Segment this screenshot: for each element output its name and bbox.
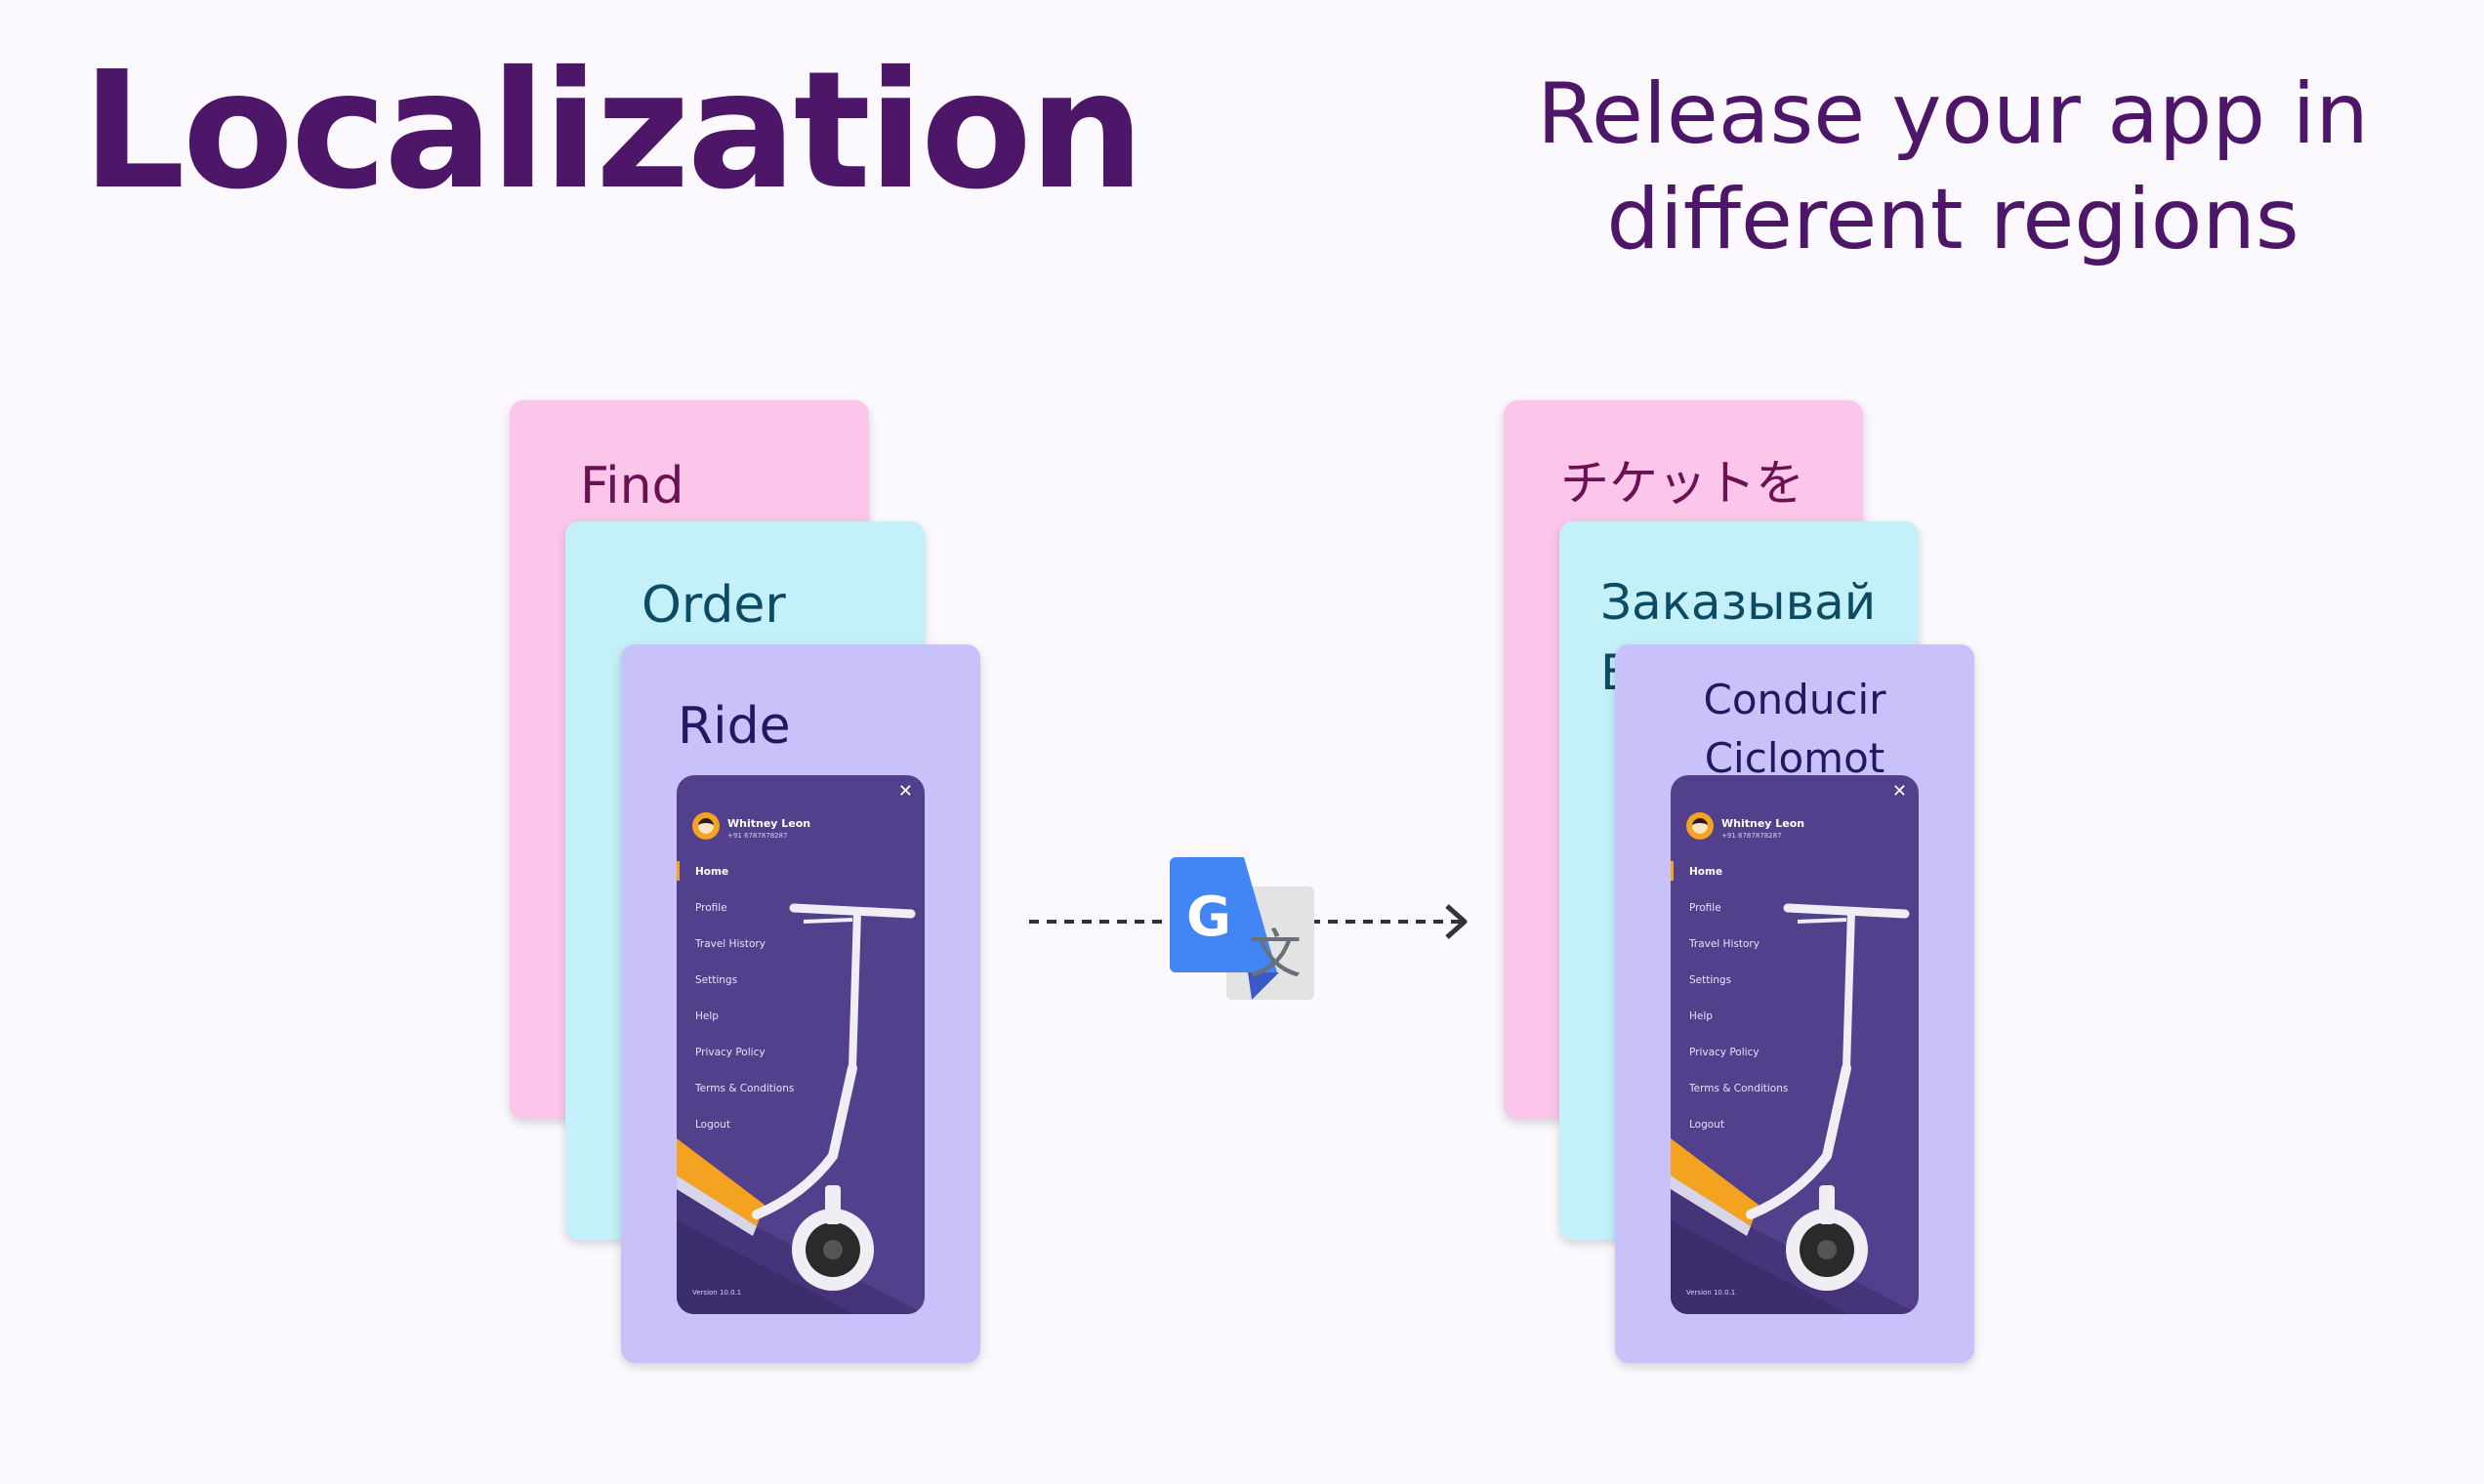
menu-item-home[interactable]: Home bbox=[695, 866, 729, 878]
scooter-illustration bbox=[1671, 903, 1919, 1314]
menu-item-help[interactable]: Help bbox=[1689, 1010, 1713, 1022]
source-card-cyan-text: Order bbox=[642, 576, 786, 635]
avatar[interactable] bbox=[1686, 812, 1714, 840]
user-name: Whitney Leon bbox=[727, 817, 811, 830]
close-icon[interactable]: ✕ bbox=[897, 781, 913, 802]
app-version: Version 10.0.1 bbox=[692, 1289, 742, 1297]
google-translate-icon: G 文 bbox=[1170, 857, 1314, 1000]
menu-item-travel-history[interactable]: Travel History bbox=[1689, 938, 1760, 950]
menu-item-travel-history[interactable]: Travel History bbox=[695, 938, 766, 950]
menu-item-help[interactable]: Help bbox=[695, 1010, 719, 1022]
menu-item-privacy-policy[interactable]: Privacy Policy bbox=[1689, 1047, 1760, 1058]
page-subtitle: Release your app in different regions bbox=[1537, 65, 2369, 268]
translated-card-lavender: Conducir Ciclomot ✕ Whitney Leon +91 678… bbox=[1615, 644, 1974, 1363]
translated-card-lavender-line2: Ciclomot bbox=[1704, 734, 1885, 782]
user-phone: +91 6787878287 bbox=[727, 832, 788, 840]
translated-card-cyan-text: Заказывай bbox=[1600, 574, 1877, 631]
active-indicator bbox=[1671, 861, 1674, 881]
translate-letter-g: G bbox=[1186, 886, 1231, 949]
page-title: Localization bbox=[82, 37, 1144, 226]
app-version: Version 10.0.1 bbox=[1686, 1289, 1736, 1297]
menu-item-terms[interactable]: Terms & Conditions bbox=[1689, 1083, 1789, 1094]
scooter-illustration bbox=[677, 903, 925, 1314]
menu-item-terms[interactable]: Terms & Conditions bbox=[695, 1083, 795, 1094]
user-name: Whitney Leon bbox=[1721, 817, 1805, 830]
translated-card-pink-text: チケットを bbox=[1560, 455, 1804, 512]
source-card-pink-text: Find bbox=[580, 457, 684, 515]
phone-mockup: ✕ Whitney Leon +91 6787878287 Home Profi… bbox=[677, 775, 925, 1314]
source-card-lavender-text: Ride bbox=[678, 697, 791, 756]
menu-item-settings[interactable]: Settings bbox=[695, 974, 738, 986]
menu-item-home[interactable]: Home bbox=[1689, 866, 1723, 878]
menu-item-profile[interactable]: Profile bbox=[695, 902, 727, 914]
source-card-lavender: Ride ✕ Whitney Leon +91 6787878287 Home … bbox=[621, 644, 980, 1363]
menu-item-profile[interactable]: Profile bbox=[1689, 902, 1721, 914]
nav-menu: Home Profile Travel History Settings Hel… bbox=[1689, 867, 1788, 1156]
close-icon[interactable]: ✕ bbox=[1891, 781, 1907, 802]
active-indicator bbox=[677, 861, 680, 881]
menu-item-logout[interactable]: Logout bbox=[1689, 1119, 1724, 1131]
menu-item-privacy-policy[interactable]: Privacy Policy bbox=[695, 1047, 766, 1058]
translate-glyph: 文 bbox=[1249, 924, 1302, 985]
nav-menu: Home Profile Travel History Settings Hel… bbox=[695, 867, 794, 1156]
avatar[interactable] bbox=[692, 812, 720, 840]
menu-item-logout[interactable]: Logout bbox=[695, 1119, 730, 1131]
user-phone: +91 6787878287 bbox=[1721, 832, 1782, 840]
translated-card-lavender-line1: Conducir bbox=[1703, 676, 1886, 723]
menu-item-settings[interactable]: Settings bbox=[1689, 974, 1732, 986]
phone-mockup: ✕ Whitney Leon +91 6787878287 Home Profi… bbox=[1671, 775, 1919, 1314]
